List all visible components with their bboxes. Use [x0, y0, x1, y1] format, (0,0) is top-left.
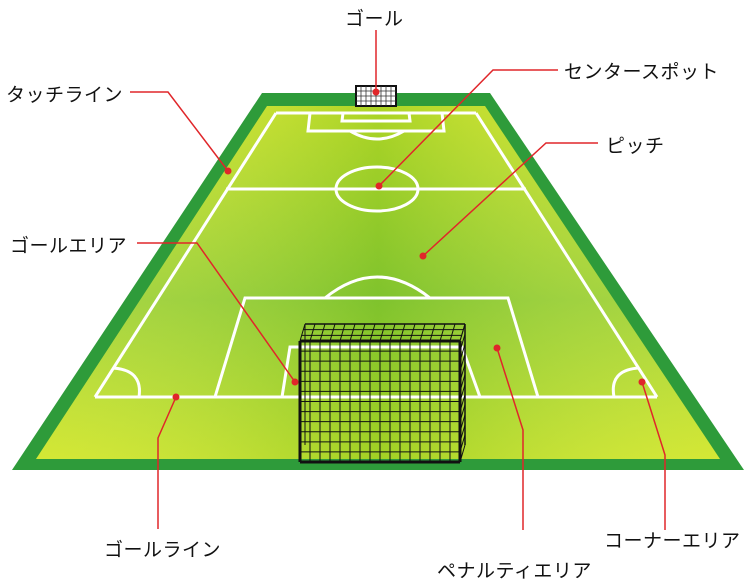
net-strand: [409, 323, 416, 342]
leader-pitch: [422, 142, 598, 257]
far-goal: [355, 85, 397, 107]
label-penalty-area: ペナルティエリア: [437, 560, 592, 582]
net-strand: [359, 323, 366, 342]
dot-touch-line: [224, 167, 232, 175]
corner-arc-right: [611, 366, 640, 398]
label-goal-area: ゴールエリア: [10, 235, 128, 257]
net-strand: [419, 323, 426, 342]
dot-corner-area: [638, 378, 646, 386]
dot-goal: [372, 88, 380, 96]
goal-area-lines: [280, 345, 482, 398]
leader-corner-area: [641, 381, 666, 530]
dot-pitch: [419, 252, 427, 260]
net-strand: [309, 323, 316, 342]
leader-center-spot: [378, 69, 558, 187]
net-strand: [329, 323, 336, 342]
leader-goal-line: [157, 396, 177, 529]
penalty-arc: [324, 275, 431, 300]
far-penalty-arc: [349, 129, 405, 141]
corner-arc-left: [112, 366, 141, 398]
net-strand: [369, 323, 376, 342]
leader-goal-area: [137, 242, 296, 383]
net-strand: [319, 323, 326, 342]
net-strand: [449, 323, 456, 342]
dot-goal-line: [172, 393, 180, 401]
label-center-spot: センタースポット: [564, 61, 720, 83]
penalty-area: [213, 296, 540, 398]
dot-goal-area: [291, 378, 299, 386]
net-strand: [379, 323, 386, 342]
net-strand: [339, 323, 346, 342]
net-strand: [389, 323, 396, 342]
dot-center-spot: [375, 182, 383, 190]
leader-penalty-area: [496, 347, 524, 530]
label-touch-line: タッチライン: [6, 84, 124, 106]
label-goal-line: ゴールライン: [104, 539, 222, 561]
leader-lines: [130, 30, 666, 530]
net-strand: [459, 323, 466, 342]
leader-touch-line: [130, 91, 229, 172]
pitch-shading: [36, 106, 720, 459]
center-circle: [334, 165, 420, 213]
net-strand: [439, 323, 446, 342]
touch-line-left: [93, 112, 278, 398]
touch-line-right: [474, 112, 659, 398]
dot-penalty-area: [493, 344, 501, 352]
label-pitch: ピッチ: [606, 135, 665, 157]
far-goal-area: [340, 112, 412, 123]
net-strand: [349, 323, 356, 342]
net-strand: [299, 323, 306, 342]
net-strand: [429, 323, 436, 342]
far-penalty-area: [306, 112, 446, 133]
label-goal: ゴール: [345, 8, 404, 30]
label-corner-area: コーナーエリア: [604, 530, 741, 552]
near-goal-net: [298, 323, 466, 464]
net-strand: [399, 323, 406, 342]
leader-dots: [172, 88, 646, 401]
field-lines: [93, 111, 659, 399]
